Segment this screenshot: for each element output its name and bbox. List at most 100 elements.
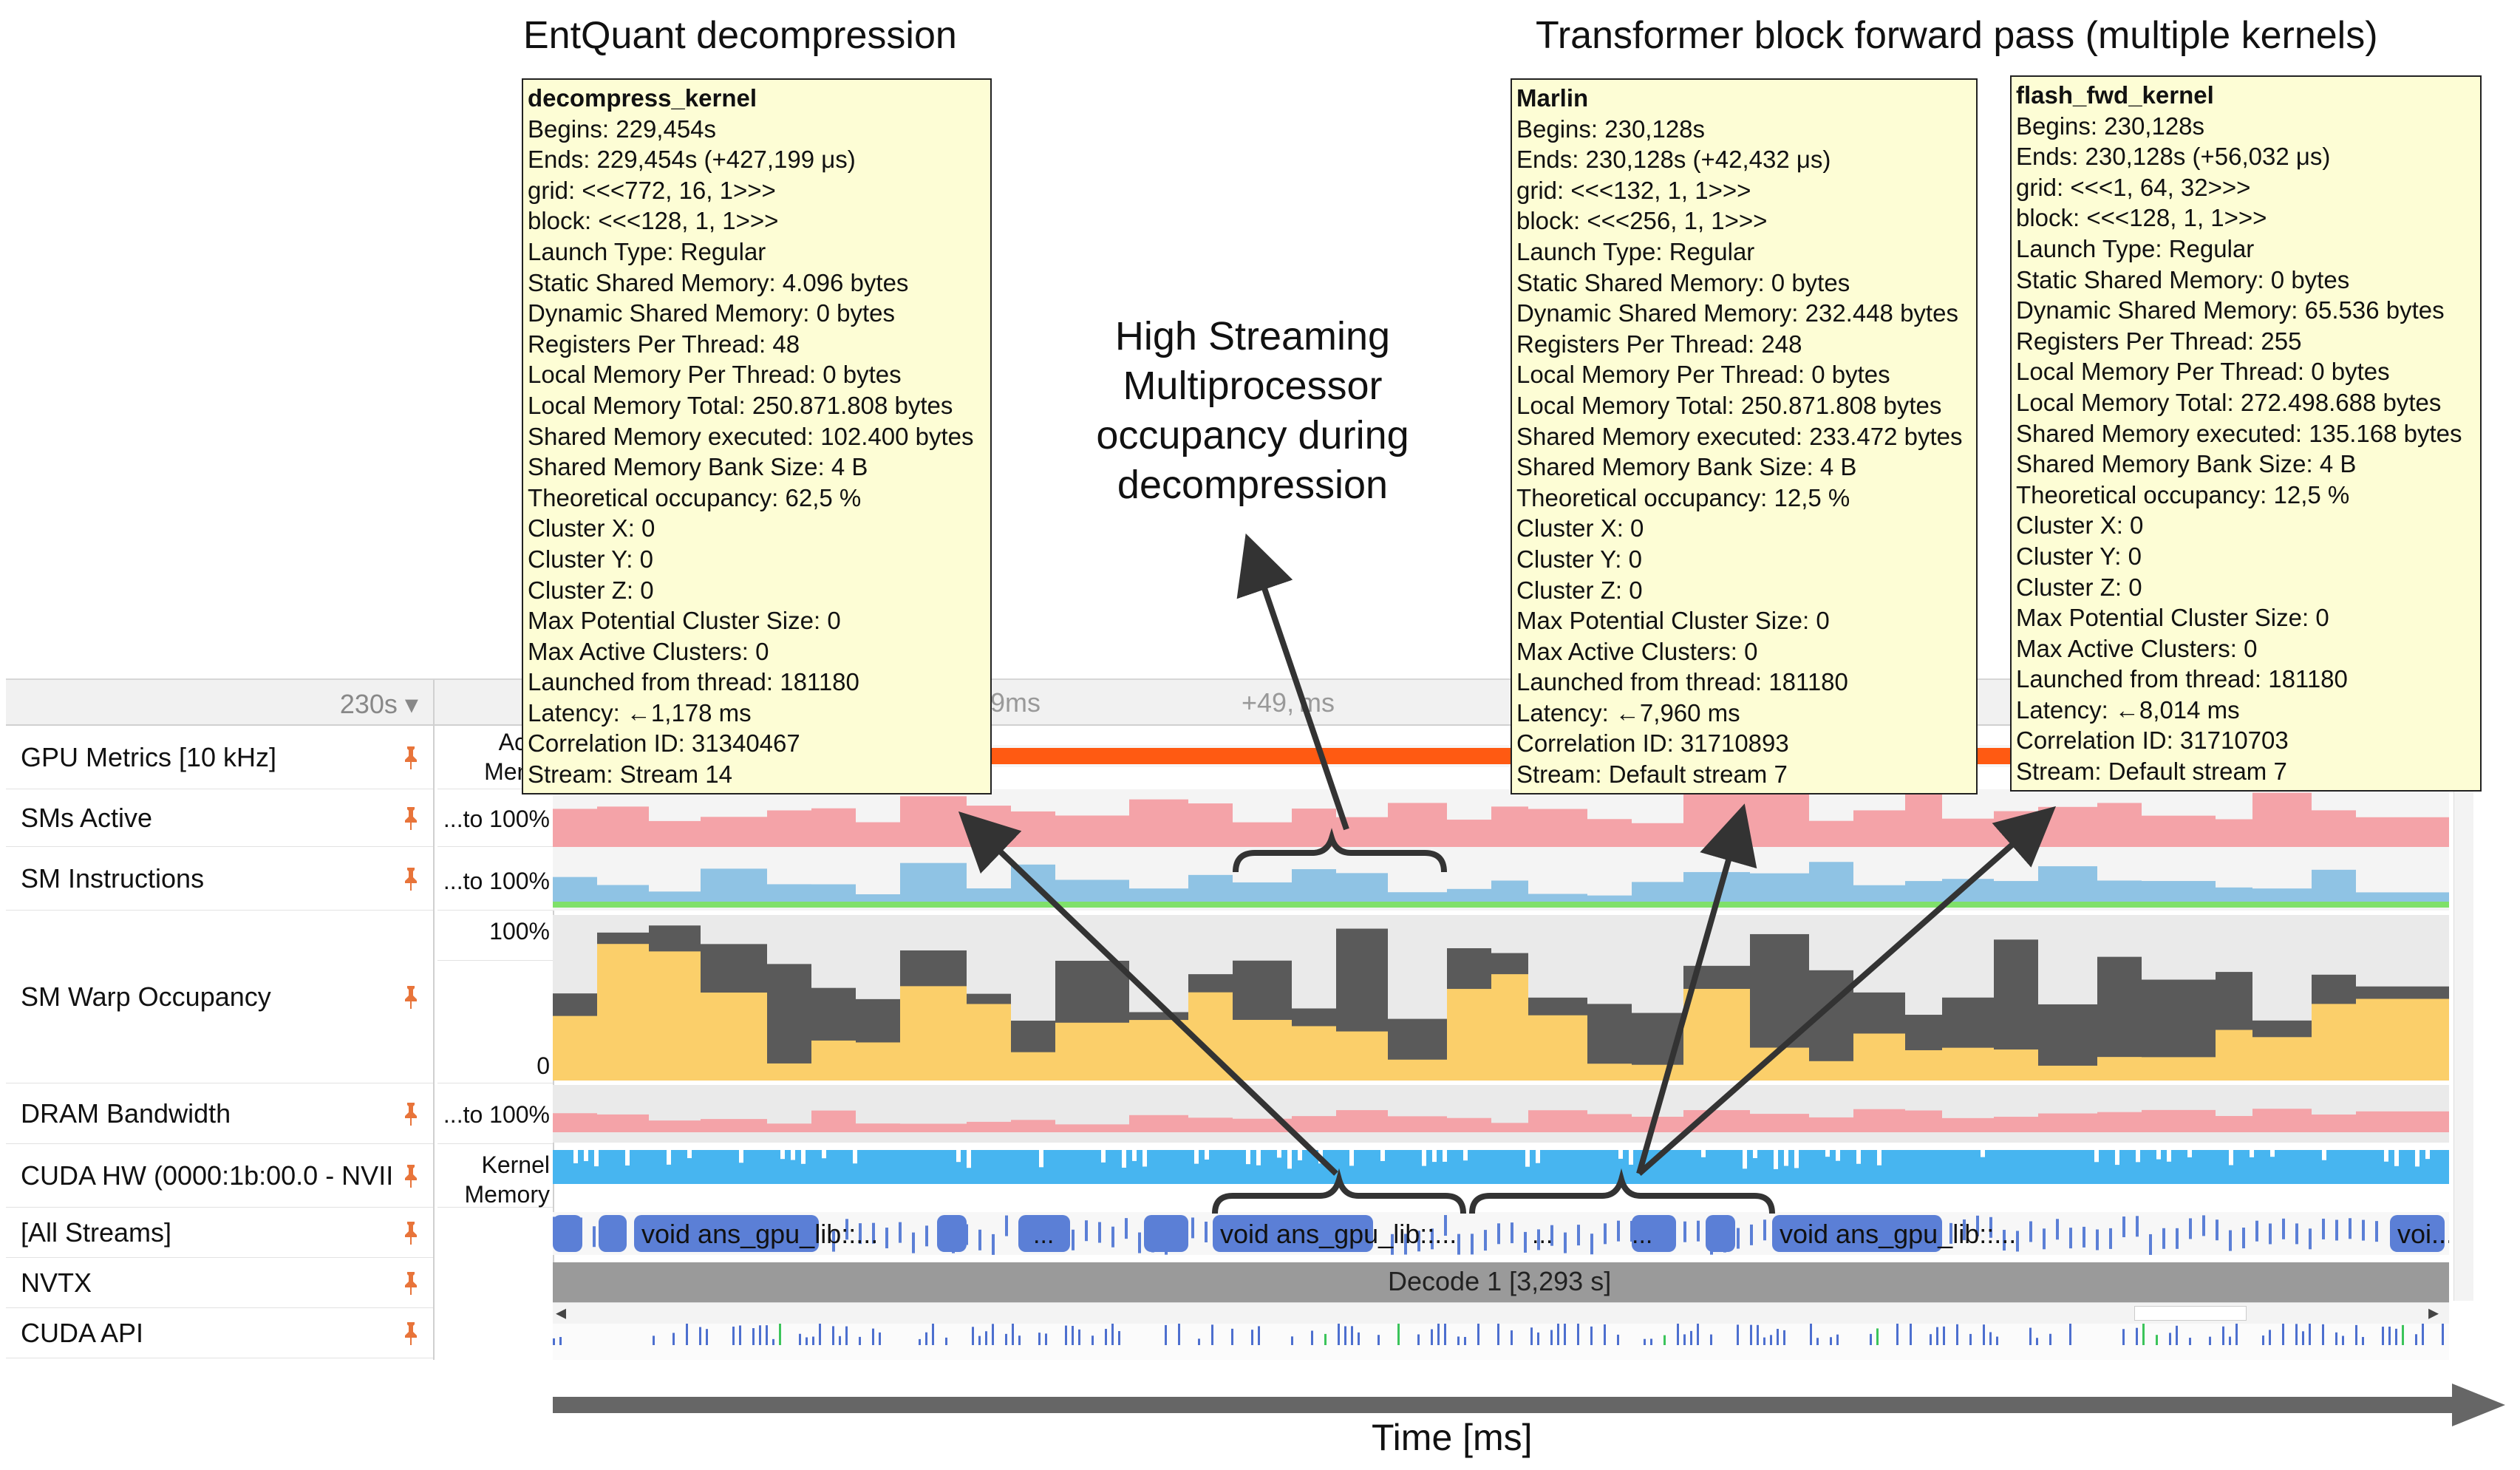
cuda-hw-gap — [573, 1150, 578, 1163]
cuda-hw-gap — [2187, 1150, 2192, 1157]
pin-icon[interactable] — [401, 1220, 421, 1245]
dram-bar — [856, 1123, 900, 1132]
dram-bar — [1809, 1117, 1853, 1132]
stream-tick — [2282, 1218, 2285, 1239]
tooltip-line: Launch Type: Regular — [1516, 237, 1755, 265]
cuda-api-tick — [1045, 1333, 1047, 1345]
cuda-api-tick — [1930, 1334, 1932, 1345]
cuda-api-tick — [2302, 1331, 2304, 1345]
sms-active-bar — [2216, 819, 2252, 847]
tooltip-line: Cluster Z: 0 — [1516, 576, 1643, 604]
tooltip-line: Local Memory Per Thread: 0 bytes — [528, 361, 902, 389]
sms-active-bar — [1905, 793, 1942, 847]
tooltip-title: flash_fwd_kernel — [2016, 81, 2214, 109]
header-zoom-cell[interactable]: 230s ▾ — [6, 680, 435, 724]
cuda-api-tick — [1830, 1337, 1832, 1345]
stream-tick — [2149, 1233, 2152, 1255]
pin-icon[interactable] — [401, 1163, 421, 1188]
tooltip-line: Registers Per Thread: 48 — [528, 330, 800, 358]
sms-active-bar — [1447, 820, 1491, 847]
stream-kernel-block — [2390, 1215, 2445, 1252]
tooltip-line: Launch Type: Regular — [528, 237, 766, 265]
sm-instructions-bar — [2038, 866, 2097, 908]
tooltip-line: block: <<<128, 1, 1>>> — [528, 207, 779, 235]
horizontal-scrollbar[interactable]: ◂ ▸ — [553, 1301, 2449, 1324]
cuda-api-tick — [1258, 1326, 1260, 1345]
tooltip-line: Begins: 230,128s — [2016, 112, 2205, 140]
cuda-hw-gap — [1194, 1150, 1199, 1164]
vertical-scrollbar[interactable] — [2453, 724, 2473, 1301]
zoom-selector[interactable]: 230s ▾ — [339, 689, 418, 719]
cuda-api-tick — [1956, 1324, 1958, 1345]
row-dram-bandwidth[interactable]: DRAM Bandwidth — [6, 1083, 433, 1144]
tooltip-line: Theoretical occupancy: 12,5 % — [1516, 483, 1850, 511]
warp-yellow-bar — [1853, 1033, 1905, 1081]
pin-icon[interactable] — [401, 806, 421, 831]
tooltip-line: Ends: 229,454s (+427,199 μs) — [528, 146, 856, 174]
stream-tick — [1963, 1219, 1966, 1240]
tooltip-line: Max Active Clusters: 0 — [2016, 634, 2258, 662]
cuda-hw-gap — [791, 1150, 795, 1160]
time-axis-arrowhead — [2452, 1384, 2505, 1426]
stream-tick — [2109, 1228, 2112, 1249]
cuda-api-tick — [1198, 1338, 1200, 1345]
stream-tick — [1098, 1222, 1101, 1243]
row-cuda-api[interactable]: CUDA API — [6, 1308, 433, 1358]
tooltip-line: Cluster Z: 0 — [528, 576, 654, 604]
dram-bar — [900, 1123, 967, 1132]
tooltip-line: Launched from thread: 181180 — [528, 668, 859, 696]
row-cuda-hw[interactable]: CUDA HW (0000:1b:00.0 - NVII — [6, 1144, 433, 1208]
scroll-thumb[interactable] — [2134, 1306, 2247, 1321]
cuda-api-tick — [1750, 1324, 1752, 1345]
cuda-api-tick — [1111, 1321, 1114, 1345]
callout-line-1: High Streaming — [1114, 314, 1391, 358]
row-label-text: [All Streams] — [21, 1217, 172, 1248]
row-nvtx[interactable]: NVTX — [6, 1258, 433, 1308]
pin-icon[interactable] — [401, 1270, 421, 1296]
warp-yellow-bar — [967, 1004, 1011, 1081]
pin-icon[interactable] — [401, 984, 421, 1010]
pin-icon[interactable] — [401, 1321, 421, 1346]
cuda-api-tick — [2156, 1335, 2158, 1345]
stream-tick — [2269, 1223, 2272, 1245]
cuda-hw-gap — [667, 1150, 671, 1165]
cuda-hw-gap — [1794, 1150, 1799, 1168]
pin-icon[interactable] — [401, 866, 421, 891]
scroll-right-icon[interactable]: ▸ — [2428, 1301, 2439, 1324]
row-all-streams[interactable]: [All Streams] — [6, 1208, 433, 1258]
cuda-hw-gap — [1629, 1150, 1633, 1165]
stream-tick — [1471, 1233, 1474, 1255]
warp-yellow-bar — [811, 1040, 856, 1081]
pin-icon[interactable] — [401, 745, 421, 770]
warp-yellow-bar — [2312, 1004, 2356, 1081]
kernel-label: void ans_gpu_lib::... — [1780, 1219, 2016, 1249]
warp-yellow-bar — [1994, 1049, 2038, 1081]
row-label-text: DRAM Bandwidth — [21, 1098, 231, 1129]
pin-icon[interactable] — [401, 1101, 421, 1126]
dram-bar — [597, 1114, 649, 1132]
cuda-hw-gap — [1825, 1150, 1830, 1157]
nvtx-label: Decode 1 [3,293 s] — [1388, 1266, 1611, 1296]
scroll-left-icon[interactable]: ◂ — [556, 1301, 567, 1324]
cuda-api-tick — [2295, 1324, 2298, 1345]
row-sublabel: ...to 100% — [437, 804, 553, 847]
warp-yellow-bar — [767, 1063, 811, 1081]
warp-yellow-bar — [1388, 1059, 1447, 1081]
dram-bar — [2312, 1115, 2356, 1132]
cuda-api-tick — [1644, 1338, 1646, 1345]
row-sm-instructions[interactable]: SM Instructions — [6, 847, 433, 911]
row-label-text: CUDA API — [21, 1317, 144, 1348]
row-sm-warp-occupancy[interactable]: SM Warp Occupancy — [6, 911, 433, 1083]
stream-tick — [2322, 1218, 2325, 1239]
row-sms-active[interactable]: SMs Active — [6, 789, 433, 847]
cuda-api-tick — [1896, 1320, 1898, 1345]
row-gpu-metrics[interactable]: GPU Metrics [10 kHz] — [6, 726, 433, 789]
cuda-api-tick — [739, 1325, 741, 1345]
sms-active-bar — [2097, 803, 2142, 847]
warp-yellow-bar — [900, 986, 967, 1081]
cuda-api-tick — [985, 1331, 987, 1345]
cuda-api-tick — [1757, 1324, 1759, 1345]
cuda-api-tick — [1604, 1324, 1606, 1345]
dram-bar — [649, 1120, 701, 1132]
